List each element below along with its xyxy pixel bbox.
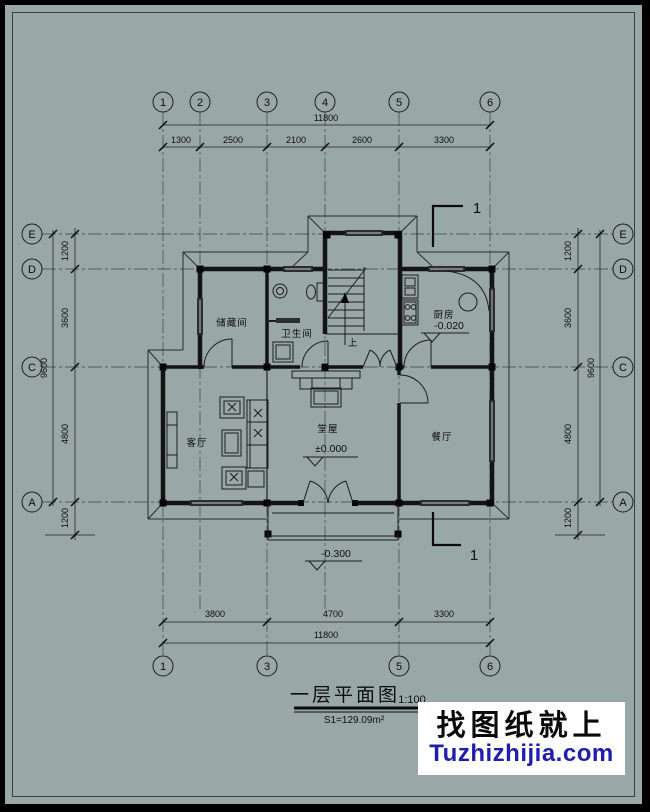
dim-left-overall: 9600 bbox=[39, 358, 49, 378]
dim-right-seg-1: 1200 bbox=[563, 241, 573, 261]
room-label-kitchen: 厨房 bbox=[433, 309, 454, 321]
axis-bubble-right-E: E bbox=[612, 223, 634, 245]
svg-text:6: 6 bbox=[487, 97, 493, 109]
section-label-top: 1 bbox=[473, 200, 481, 217]
level-marks: ±0.000 -0.020 -0.300 bbox=[303, 320, 469, 571]
bathroom-fixtures bbox=[272, 282, 326, 363]
dim-top-seg-2: 2500 bbox=[223, 135, 243, 145]
svg-text:6: 6 bbox=[487, 661, 493, 673]
dim-bottom-seg-3: 3300 bbox=[434, 609, 454, 619]
axis-bubble-bottom-3: 3 bbox=[256, 655, 278, 677]
dimension-lines bbox=[45, 120, 605, 648]
axis-bubble-right-C: C bbox=[612, 356, 634, 378]
svg-text:3: 3 bbox=[264, 661, 270, 673]
dim-top-seg-1: 1300 bbox=[171, 135, 191, 145]
room-labels: 储藏间 卫生间 厨房 客厅 堂屋 餐厅 bbox=[186, 309, 454, 449]
axis-bubble-top-6: 6 bbox=[479, 91, 501, 113]
level-porch: -0.300 bbox=[321, 548, 351, 560]
axis-bubble-left-C: C bbox=[21, 356, 43, 378]
svg-text:C: C bbox=[28, 362, 36, 374]
dim-right-seg-2: 3600 bbox=[563, 308, 573, 328]
windows bbox=[190, 230, 495, 506]
watermark[interactable]: 找图纸就上 Tuzhizhijia.com bbox=[418, 702, 625, 775]
svg-text:2: 2 bbox=[197, 97, 203, 109]
axis-bubble-right-A: A bbox=[612, 491, 634, 513]
dim-right-overall: 9600 bbox=[586, 358, 596, 378]
hall-rear-steps bbox=[291, 370, 361, 408]
dim-right-seg-3: 4800 bbox=[563, 424, 573, 444]
svg-text:A: A bbox=[28, 497, 36, 509]
staircase: 上 bbox=[327, 267, 367, 349]
dim-top-seg-5: 3300 bbox=[434, 135, 454, 145]
dim-bottom-seg-1: 3800 bbox=[205, 609, 225, 619]
dim-top-seg-3: 2100 bbox=[286, 135, 306, 145]
entrance-porch bbox=[267, 503, 399, 541]
title-block: 一层平面图 1:100 S1=129.09m² bbox=[290, 685, 430, 726]
svg-text:1: 1 bbox=[160, 97, 166, 109]
dim-top-seg-4: 2600 bbox=[352, 135, 372, 145]
axis-bubbles: 1 2 3 4 5 6 1 3 5 6 E D C A E D C A bbox=[21, 91, 634, 677]
sheet-border bbox=[12, 12, 635, 797]
svg-text:D: D bbox=[619, 264, 627, 276]
svg-text:4: 4 bbox=[322, 97, 328, 109]
svg-text:C: C bbox=[619, 362, 627, 374]
dimension-labels: 11800 1300 2500 2100 2600 3300 3800 4700… bbox=[39, 113, 596, 640]
svg-text:E: E bbox=[28, 229, 35, 241]
svg-text:D: D bbox=[28, 264, 36, 276]
section-label-bottom: 1 bbox=[470, 547, 478, 564]
drawing-area: S1=129.09m² bbox=[324, 715, 385, 726]
axis-bubble-top-4: 4 bbox=[314, 91, 336, 113]
level-kitchen: -0.020 bbox=[434, 320, 464, 332]
stair-direction-arrow bbox=[341, 292, 349, 303]
dim-bottom-overall: 11800 bbox=[314, 630, 338, 640]
kitchen-fixtures bbox=[401, 270, 490, 326]
stair-up-label: 上 bbox=[348, 338, 359, 349]
watermark-site-url[interactable]: Tuzhizhijia.com bbox=[429, 739, 614, 767]
living-room-furniture bbox=[166, 396, 269, 490]
walls bbox=[160, 230, 495, 506]
axis-bubble-left-E: E bbox=[21, 223, 43, 245]
dim-bottom-seg-2: 4700 bbox=[323, 609, 343, 619]
drawing-title: 一层平面图 bbox=[290, 685, 400, 706]
svg-text:3: 3 bbox=[264, 97, 270, 109]
watermark-text-cn: 找图纸就上 bbox=[436, 709, 607, 742]
dim-left-seg-4: 1200 bbox=[60, 508, 70, 528]
axis-grid-lines bbox=[42, 112, 613, 656]
dim-right-seg-4: 1200 bbox=[563, 508, 573, 528]
room-label-living: 客厅 bbox=[186, 437, 207, 449]
level-hall: ±0.000 bbox=[315, 443, 347, 455]
axis-bubble-bottom-1: 1 bbox=[152, 655, 174, 677]
room-label-dining: 餐厅 bbox=[431, 431, 452, 443]
axis-bubble-top-3: 3 bbox=[256, 91, 278, 113]
room-label-storage: 储藏间 bbox=[216, 317, 248, 329]
axis-bubble-top-2: 2 bbox=[189, 91, 211, 113]
dim-top-overall: 11800 bbox=[314, 113, 338, 123]
svg-text:A: A bbox=[619, 497, 627, 509]
room-label-bathroom: 卫生间 bbox=[281, 328, 313, 340]
columns bbox=[159, 231, 496, 538]
axis-bubble-top-1: 1 bbox=[152, 91, 174, 113]
svg-text:5: 5 bbox=[396, 661, 402, 673]
dim-left-seg-3: 4800 bbox=[60, 424, 70, 444]
room-label-hall: 堂屋 bbox=[317, 423, 338, 435]
axis-bubble-bottom-5: 5 bbox=[388, 655, 410, 677]
svg-text:5: 5 bbox=[396, 97, 402, 109]
axis-bubble-top-5: 5 bbox=[388, 91, 410, 113]
doors bbox=[203, 338, 432, 504]
svg-text:E: E bbox=[619, 229, 626, 241]
axis-bubble-right-D: D bbox=[612, 258, 634, 280]
section-marks: 1 1 bbox=[431, 200, 481, 564]
dim-left-seg-2: 3600 bbox=[60, 308, 70, 328]
axis-bubble-bottom-6: 6 bbox=[479, 655, 501, 677]
roof-eave-outline bbox=[147, 215, 510, 520]
axis-bubble-left-D: D bbox=[21, 258, 43, 280]
svg-text:1: 1 bbox=[160, 661, 166, 673]
dim-left-seg-1: 1200 bbox=[60, 241, 70, 261]
axis-bubble-left-A: A bbox=[21, 491, 43, 513]
